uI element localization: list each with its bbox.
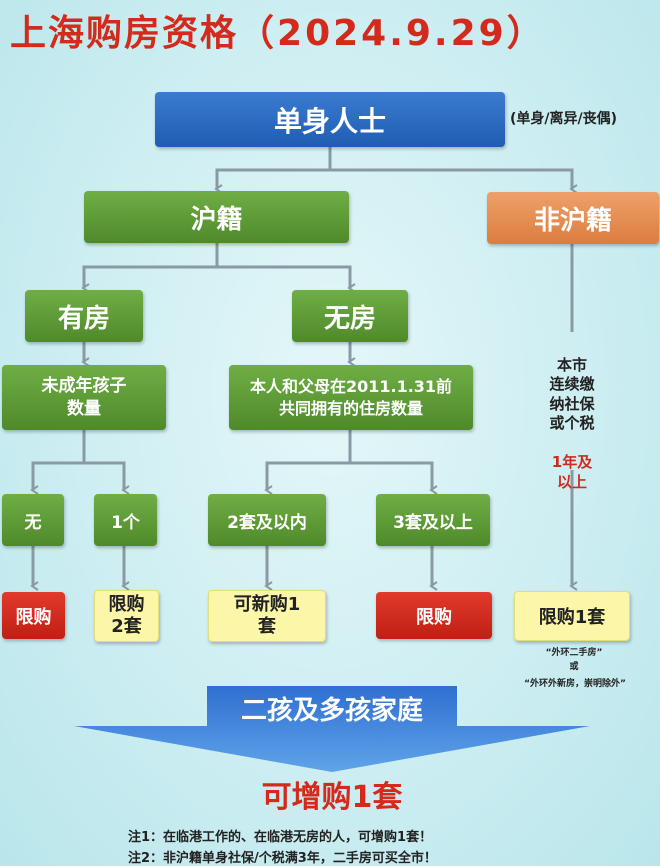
node-single: 单身人士 bbox=[155, 92, 505, 147]
result-limit-three: 限购 bbox=[376, 592, 492, 639]
option-three-above-label: 3套及以上 bbox=[393, 512, 473, 533]
node-single-label: 单身人士 bbox=[273, 104, 386, 138]
nonhu-subnote-or: 或 bbox=[569, 662, 579, 673]
nonhu-subnote-2: “外环外新房，崇明除外” bbox=[524, 679, 626, 689]
option-none-label: 无 bbox=[24, 512, 42, 533]
nonhu-condition-text: 本市 连续缴 纳社保 或个税 bbox=[549, 355, 595, 433]
node-no-house-label: 无房 bbox=[323, 303, 376, 334]
page-title: 上海购房资格（2024.9.29） bbox=[10, 4, 546, 56]
option-two-within-label: 2套及以内 bbox=[227, 512, 307, 533]
title-text: 上海购房资格 bbox=[10, 13, 239, 54]
node-hu: 沪籍 bbox=[84, 191, 349, 243]
result-new-one: 可新购1 套 bbox=[208, 590, 326, 642]
node-minor-children-label: 未成年孩子 数量 bbox=[41, 375, 127, 419]
option-one: 1个 bbox=[94, 494, 157, 546]
big-down-arrow bbox=[74, 686, 590, 772]
result-limit-none-label: 限购 bbox=[15, 606, 52, 628]
node-nonhu-label: 非沪籍 bbox=[533, 205, 612, 236]
node-has-house: 有房 bbox=[25, 290, 143, 342]
node-has-house-label: 有房 bbox=[57, 303, 110, 334]
family-result: 可增购1套 bbox=[261, 780, 403, 815]
node-nonhu: 非沪籍 bbox=[487, 192, 659, 244]
footnote-1: 注1：在临港工作的、在临港无房的人，可增购1套！ bbox=[128, 830, 433, 845]
result-limit-two-label: 限购 2套 bbox=[108, 594, 145, 637]
result-nonhu-limit-one-label: 限购1套 bbox=[538, 607, 606, 628]
nonhu-condition-highlight: 1年及 以上 bbox=[551, 453, 593, 491]
node-hu-label: 沪籍 bbox=[190, 204, 243, 235]
result-nonhu-limit-one: 限购1套 bbox=[514, 591, 630, 641]
node-joint-houses-label: 本人和父母在2011.1.31前 共同拥有的住房数量 bbox=[249, 376, 453, 418]
nonhu-subnote-1: “外环二手房” bbox=[545, 648, 603, 658]
result-limit-three-label: 限购 bbox=[416, 606, 452, 628]
result-new-one-label: 可新购1 套 bbox=[233, 594, 301, 637]
option-three-above: 3套及以上 bbox=[376, 494, 490, 546]
node-no-house: 无房 bbox=[292, 290, 408, 342]
title-date: （2024.9.29） bbox=[238, 13, 546, 54]
single-note: (单身/离异/丧偶) bbox=[510, 111, 618, 127]
option-none: 无 bbox=[2, 494, 64, 546]
result-limit-none: 限购 bbox=[2, 592, 65, 639]
option-two-within: 2套及以内 bbox=[208, 494, 326, 546]
nonhu-condition: 本市 连续缴 纳社保 或个税 1年及 以上 bbox=[540, 336, 604, 512]
result-limit-two: 限购 2套 bbox=[94, 590, 159, 642]
node-joint-houses: 本人和父母在2011.1.31前 共同拥有的住房数量 bbox=[229, 365, 473, 430]
footnote-2: 注2：非沪籍单身社保/个税满3年，二手房可买全市！ bbox=[128, 851, 437, 866]
node-minor-children: 未成年孩子 数量 bbox=[2, 365, 166, 430]
option-one-label: 1个 bbox=[111, 512, 140, 533]
nonhu-subnote: “外环二手房” 或 bbox=[520, 646, 628, 675]
family-banner: 二孩及多孩家庭 bbox=[240, 696, 423, 726]
